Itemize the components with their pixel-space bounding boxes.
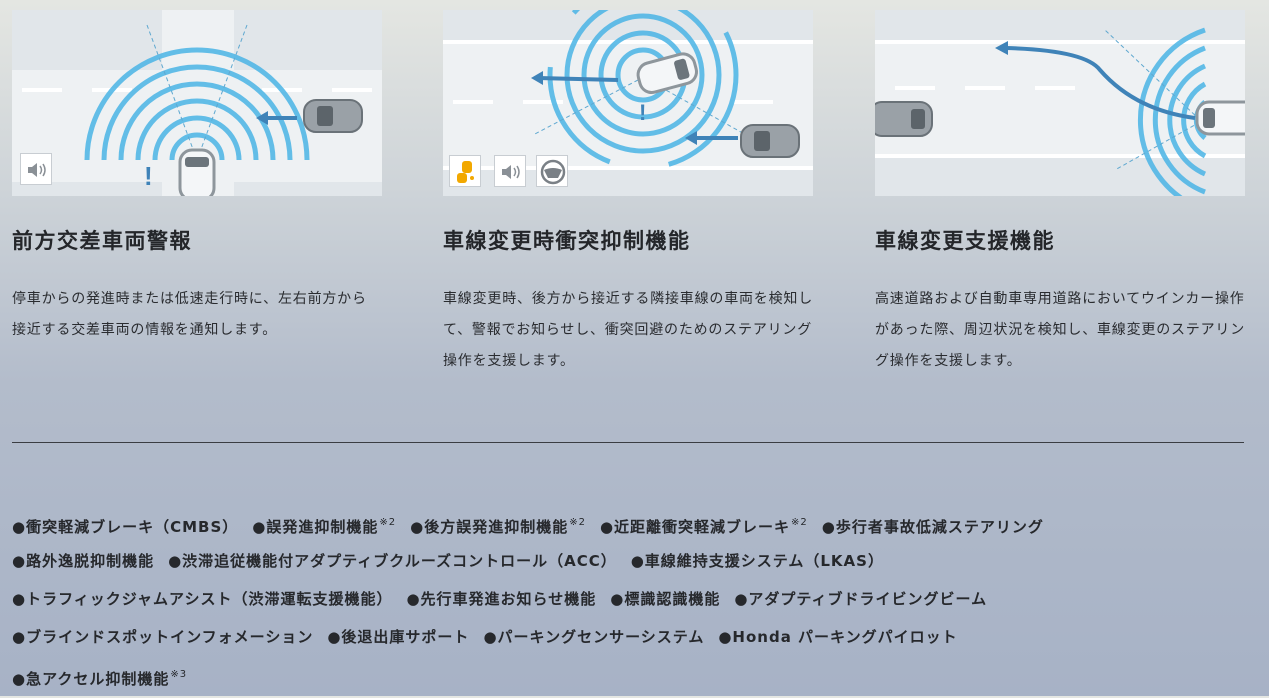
panel-description: 車線変更時、後方から接近する隣接車線の車両を検知して、警報でお知らせし、衝突回避… <box>443 291 813 369</box>
feature-label: ●車線維持支援システム（LKAS） <box>630 552 884 570</box>
feature-item: ●標識認識機能 <box>610 590 720 608</box>
feature-footnote-marker: ※2 <box>379 517 397 528</box>
feature-item: ●ブラインドスポットインフォメーション <box>12 628 313 646</box>
feature-label: ●路外逸脱抑制機能 <box>12 552 155 570</box>
feature-footnote-marker: ※2 <box>791 517 808 528</box>
feature-item: ●誤発進抑制機能※2 <box>252 517 397 536</box>
speaker-icon <box>494 155 526 187</box>
feature-label: ●先行車発進お知らせ機能 <box>406 590 597 608</box>
feature-label: ●急アクセル抑制機能 <box>12 670 170 688</box>
feature-item: ●先行車発進お知らせ機能 <box>406 590 596 608</box>
feature-item: ●渋滞追従機能付アダプティブクルーズコントロール（ACC） <box>168 552 617 570</box>
feature-footnote-marker: ※3 <box>170 669 188 680</box>
feature-list: ●衝突軽減ブレーキ（CMBS）●誤発進抑制機能※2●後方誤発進抑制機能※2●近距… <box>12 508 1262 698</box>
feature-item: ●トラフィックジャムアシスト（渋滞運転支援機能） <box>12 590 392 608</box>
feature-footnote-marker: ※2 <box>569 517 586 528</box>
section-divider <box>12 442 1244 443</box>
car-warning-icon <box>449 155 481 187</box>
svg-text:!: ! <box>144 161 153 191</box>
feature-label: ●パーキングセンサーシステム <box>483 628 705 646</box>
feature-item: ●パーキングセンサーシステム <box>483 628 704 646</box>
panel-title: 車線変更支援機能 <box>875 229 1055 253</box>
feature-item: ●車線維持支援システム（LKAS） <box>631 552 884 570</box>
lane-change-assist-illustration <box>875 10 1245 196</box>
feature-item: ●Honda パーキングパイロット <box>718 628 957 646</box>
feature-item: ●衝突軽減ブレーキ（CMBS） <box>12 518 238 536</box>
feature-item: ●後方誤発進抑制機能※2 <box>410 517 586 536</box>
feature-item: ●後退出庫サポート <box>327 628 469 646</box>
feature-list-line: ●急アクセル抑制機能※3 <box>12 660 1262 698</box>
feature-label: ●Honda パーキングパイロット <box>718 628 958 646</box>
feature-item: ●急アクセル抑制機能※3 <box>12 669 188 688</box>
feature-item: ●歩行者事故低減ステアリング <box>822 518 1044 536</box>
feature-label: ●後退出庫サポート <box>327 628 470 646</box>
feature-list-line: ●衝突軽減ブレーキ（CMBS）●誤発進抑制機能※2●後方誤発進抑制機能※2●近距… <box>12 508 1262 546</box>
feature-list-line: ●ブラインドスポットインフォメーション ●後退出庫サポート ●パーキングセンサーシス… <box>12 622 1262 660</box>
feature-label: ●誤発進抑制機能 <box>252 518 379 536</box>
feature-label: ●渋滞追従機能付アダプティブクルーズコントロール（ACC） <box>168 552 617 570</box>
feature-list-line: ●トラフィックジャムアシスト（渋滞運転支援機能） ●先行車発進お知らせ機能 ●標識認… <box>12 584 1262 622</box>
panel-title: 車線変更時衝突抑制機能 <box>443 229 691 253</box>
feature-label: ●後方誤発進抑制機能 <box>410 518 569 536</box>
speaker-icon <box>20 153 52 185</box>
feature-label: ●近距離衝突軽減ブレーキ <box>599 518 791 536</box>
feature-label: ●標識認識機能 <box>610 590 721 608</box>
steering-wheel-icon <box>536 155 568 187</box>
panel-description: 停車からの発進時または低速走行時に、左右前方から接近する交差車両の情報を通知しま… <box>12 291 367 338</box>
feature-label: ●トラフィックジャムアシスト（渋滞運転支援機能） <box>12 590 393 608</box>
panel-description: 高速道路および自動車専用道路においてウインカー操作があった際、周辺状況を検知し、… <box>875 291 1245 369</box>
feature-label: ●アダプティブドライビングビーム <box>734 590 988 608</box>
feature-label: ●歩行者事故低減ステアリング <box>821 518 1044 536</box>
feature-item: ●近距離衝突軽減ブレーキ※2 <box>599 517 808 536</box>
cross-traffic-illustration: ! <box>12 10 382 196</box>
feature-label: ●衝突軽減ブレーキ（CMBS） <box>12 518 239 536</box>
svg-text:!: ! <box>639 100 646 125</box>
lane-change-collision-illustration: ! <box>443 10 813 196</box>
panel-title: 前方交差車両警報 <box>12 229 192 253</box>
feature-label: ●ブラインドスポットインフォメーション <box>12 628 314 646</box>
feature-list-line: ●路外逸脱抑制機能 ●渋滞追従機能付アダプティブクルーズコントロール（ACC） ●車… <box>12 546 1262 584</box>
feature-item: ●路外逸脱抑制機能 <box>12 552 154 570</box>
feature-item: ●アダプティブドライビングビーム <box>734 590 987 608</box>
